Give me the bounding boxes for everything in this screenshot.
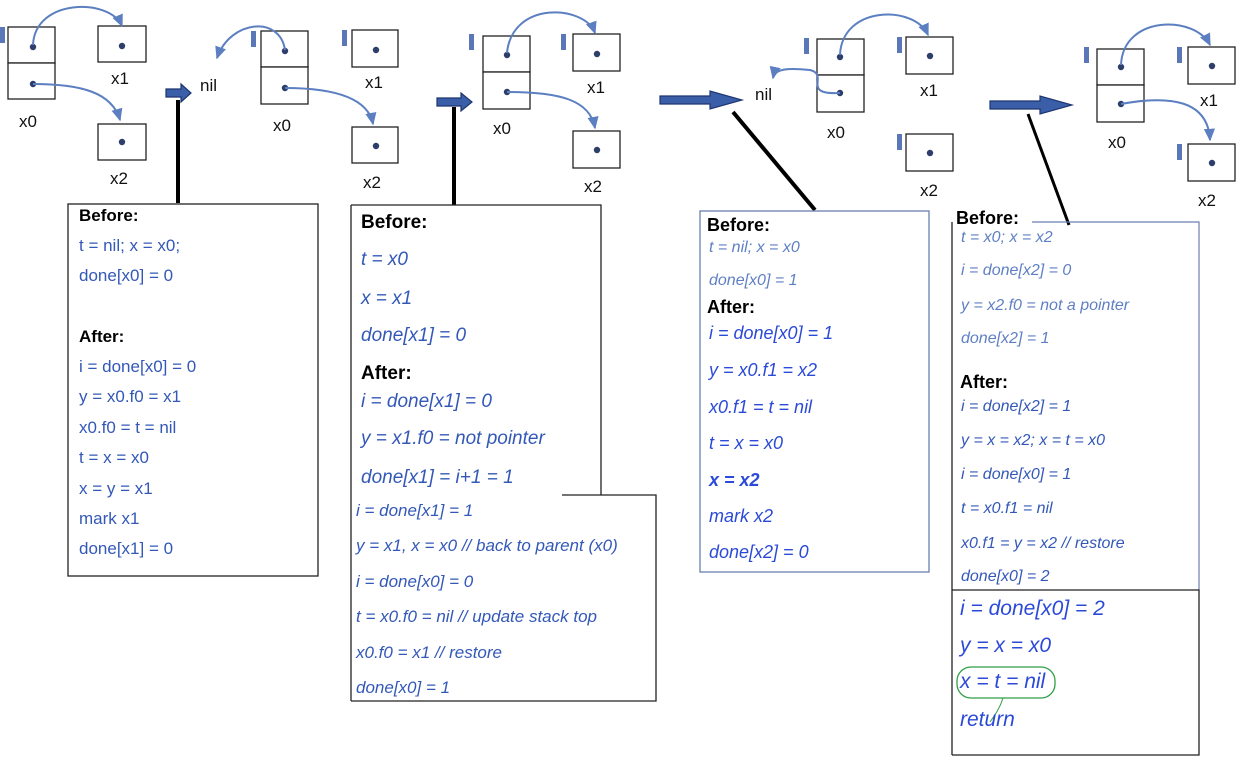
frame-2-objects [215,25,399,164]
label-nil: nil [200,76,218,95]
code-line: x0.f0 = x1 // restore [356,643,502,662]
code-line: i = done[x0] = 0 [79,357,197,376]
transition-arrow-1 [165,82,192,104]
panel-1-border [67,203,319,577]
pointer-line-3 [731,110,817,212]
code-line: return [960,708,1015,731]
label-nil: nil [755,85,773,104]
code-line: x = x2 [709,470,760,490]
transition-arrow-3 [659,90,745,110]
code-line: y = x = x0 [960,634,1052,657]
label-x2: x2 [110,169,128,188]
code-line: y = x = x2; x = t = x0 [961,432,1106,449]
code-line: i = done[x1] = 0 [361,391,492,412]
code-line: x = y = x1 [79,479,153,498]
frame-1-objects [0,5,147,161]
label-x0: x0 [827,123,845,142]
code-line: done[x1] = i+1 = 1 [361,467,514,488]
label-x1: x1 [1200,91,1218,110]
code-line: i = done[x0] = 0 [356,572,474,591]
label-x2: x2 [920,181,938,200]
code-line: x0.f1 = y = x2 // restore [961,535,1125,552]
code-line: x0.f1 = t = nil [709,397,813,417]
code-line: t = x = x0 [709,433,784,453]
code-line: i = done[x0] = 2 [960,597,1105,620]
code-line: mark x2 [709,506,774,526]
transition-arrow-2 [436,91,473,113]
code-line: i = done[x1] = 1 [356,501,474,520]
label-x2: x2 [363,173,381,192]
label-x2: x2 [1198,191,1216,210]
label-x0: x0 [19,112,37,131]
after-heading: After: [361,363,412,384]
code-line: t = x0; x = x2 [961,229,1053,246]
code-line: i = done[x0] = 1 [709,323,834,343]
panel-1: Before: t = nil; x = x0; done[x0] = 0 Af… [70,206,316,574]
pointer-line-4 [1026,113,1071,226]
code-line: y = x0.f1 = x2 [709,360,818,380]
label-x1: x1 [365,73,383,92]
highlight-ring [956,666,1056,699]
transition-arrow-4 [989,95,1075,115]
after-heading: After: [960,372,1008,392]
highlight-leader [989,697,1004,723]
code-line: x0.f0 = t = nil [79,418,177,437]
code-line: t = x0.f0 = nil // update stack top [356,607,597,626]
panel-4-continued: i = done[x0] = 2 y = x = x0 x = t = nil … [953,591,1198,754]
code-line: done[x2] = 0 [709,542,809,562]
code-line: t = x = x0 [79,448,149,467]
code-line: x = x1 [361,288,413,309]
code-line: done[x2] = 1 [961,330,1050,347]
before-heading: Before: [956,208,1020,228]
code-line: done[x1] = 0 [361,325,467,346]
code-line: t = x0.f1 = nil [961,500,1053,517]
label-x1: x1 [920,81,938,100]
code-line: y = x1, x = x0 // back to parent (x0) [356,536,618,555]
code-line: i = done[x2] = 0 [961,262,1072,279]
code-line: done[x0] = 1 [709,272,798,289]
panel-4: Before: t = x0; x = x2 i = done[x2] = 0 … [953,205,1198,589]
frame-5-objects [1084,23,1236,182]
label-x1: x1 [111,69,129,88]
panel-3: Before: t = nil; x = x0 done[x0] = 1 Aft… [701,212,928,571]
after-heading: After: [707,297,755,317]
code-line: done[x0] = 2 [961,568,1050,585]
label-x2: x2 [584,177,602,196]
code-line: done[x0] = 0 [79,266,174,285]
code-line: y = x0.f0 = x1 [79,387,182,406]
after-heading: After: [79,327,125,346]
code-line: done[x1] = 0 [79,539,174,558]
label-x1: x1 [587,78,605,97]
code-line: t = nil; x = x0; [79,236,181,255]
frame-4-objects [769,13,954,172]
panel-3-border [699,210,930,573]
code-line: t = nil; x = x0 [709,239,800,256]
code-line: y = x1.f0 = not pointer [361,428,545,449]
code-line: done[x0] = 1 [356,678,451,697]
code-line: i = done[x2] = 1 [961,398,1072,415]
label-x0: x0 [493,119,511,138]
label-x0: x0 [1108,133,1126,152]
frame-3-objects [469,11,621,169]
before-heading: Before: [707,215,771,235]
panel-2-continued: i = done[x1] = 1 y = x1, x = x0 // back … [352,496,655,700]
code-line: y = x2.f0 = not a pointer [961,297,1130,314]
panel-2: Before: t = x0 x = x1 done[x1] = 0 After… [352,206,600,494]
before-heading: Before: [79,206,139,225]
code-line: i = done[x0] = 1 [961,466,1072,483]
label-x0: x0 [273,116,291,135]
code-line: t = x0 [361,249,408,270]
code-line: x = t = nil [960,670,1046,693]
before-heading: Before: [361,212,428,233]
code-line: mark x1 [79,509,140,528]
mark-tab [0,27,5,43]
